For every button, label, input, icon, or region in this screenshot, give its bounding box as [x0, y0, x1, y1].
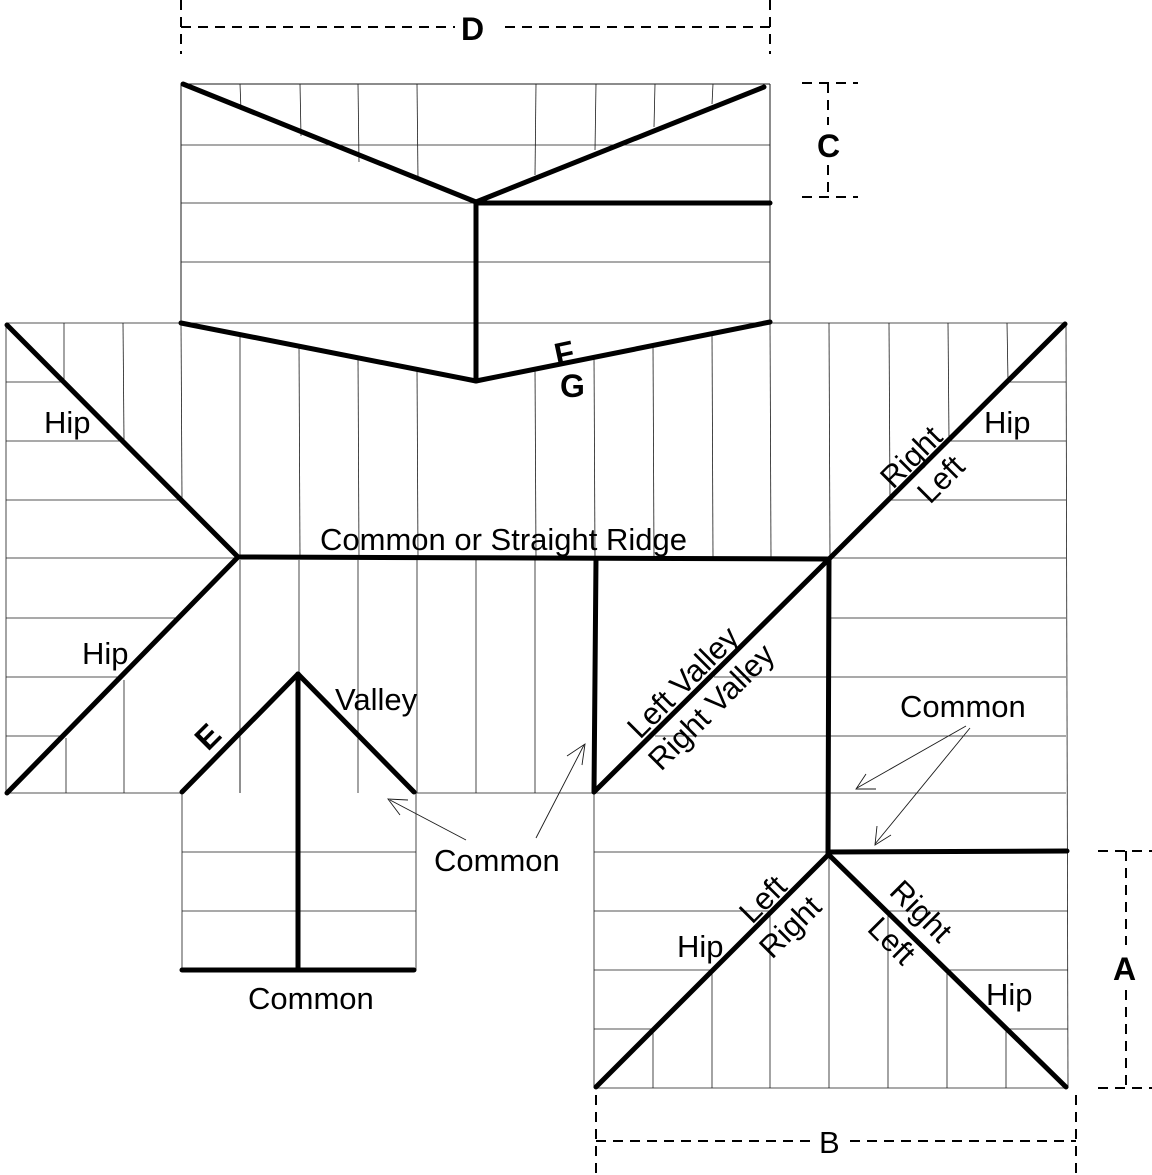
- ridge-hip-valley-lines: [4, 81, 1070, 1090]
- right-upper-hip: [826, 321, 1068, 562]
- hip-label-wing-left: Hip: [677, 929, 724, 964]
- letter-c: C: [817, 128, 840, 164]
- letter-callouts: D C A B F G E: [187, 11, 1136, 1160]
- hip-label-left-lower: Hip: [82, 636, 129, 671]
- ridge-label: Common or Straight Ridge: [320, 522, 687, 557]
- right-wing-ridge-vertical: [825, 556, 832, 858]
- long-valley: [591, 556, 832, 795]
- wing-right-valley: [295, 671, 417, 795]
- left-upper-hip: [4, 322, 241, 560]
- hip-label-wing-right: Hip: [986, 977, 1033, 1012]
- top-left-valley: [178, 320, 479, 384]
- common-label-bottom: Common: [248, 981, 374, 1016]
- top-right-valley: [473, 319, 773, 384]
- dimension-lines: [180, 0, 1152, 1175]
- valley-label: Valley: [335, 682, 418, 717]
- right-wing-common: [826, 848, 1070, 855]
- common-label-right: Common: [900, 689, 1026, 724]
- leader-arrows: [387, 725, 971, 846]
- letter-d: D: [461, 11, 484, 47]
- diagram-labels: Common or Straight Ridge Hip Hip Hip Hip…: [44, 405, 1033, 1016]
- top-left-hip: [180, 81, 479, 205]
- main-ridge: [235, 554, 832, 562]
- right-wing-right-hip: [826, 852, 1069, 1090]
- wing-left-valley: [179, 671, 301, 795]
- right-wing-left-hip: [593, 852, 831, 1090]
- letter-g: G: [560, 368, 585, 404]
- letter-a: A: [1113, 951, 1136, 987]
- hip-label-left-upper: Hip: [44, 405, 91, 440]
- valley-vertical: [591, 556, 599, 795]
- common-label-center: Common: [434, 843, 560, 878]
- hip-label-right-upper: Hip: [984, 405, 1031, 440]
- letter-b: B: [819, 1125, 840, 1160]
- left-lower-hip: [4, 554, 241, 796]
- top-right-hip: [473, 84, 767, 205]
